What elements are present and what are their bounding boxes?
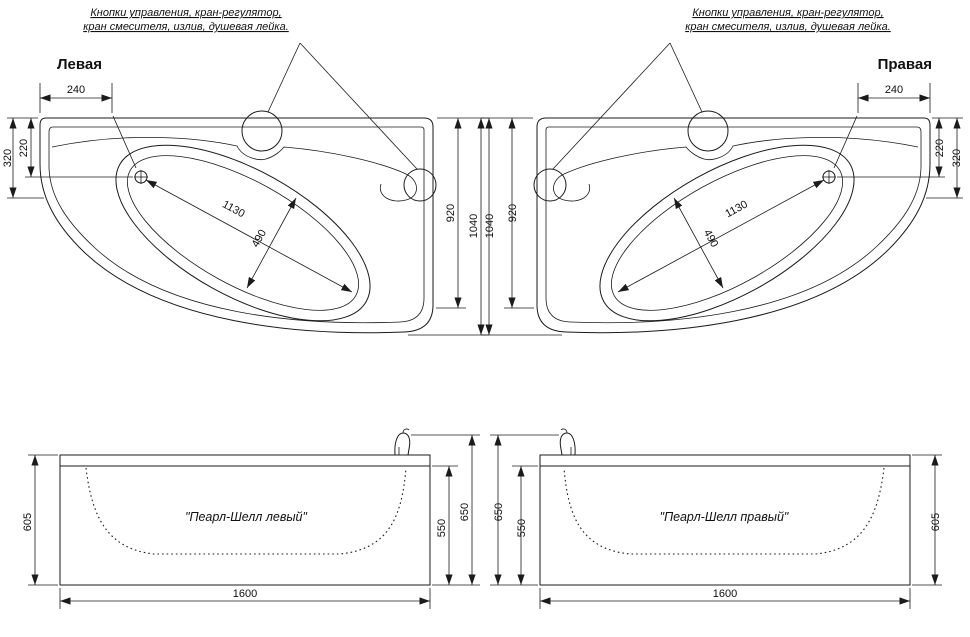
dim-1040-right: 1040 xyxy=(484,214,496,238)
dim-920-right: 920 xyxy=(507,204,519,222)
dim-1130-left: 1130 xyxy=(220,198,247,220)
dim-1600-left: 1600 xyxy=(233,588,257,600)
dim-490-right: 490 xyxy=(701,228,720,250)
dim-605-left: 605 xyxy=(22,513,34,531)
label-right-version: Правая xyxy=(878,56,932,73)
dim-220-right: 220 xyxy=(934,139,946,157)
model-name-right: "Пеарл-Шелл правый" xyxy=(660,510,789,524)
dim-1040-left: 1040 xyxy=(468,214,480,238)
dim-550-left: 550 xyxy=(436,519,448,537)
annotation-right-line2: кран смесителя, излив, душевая лейка. xyxy=(685,21,891,33)
annotation-right-line1: Кнопки управления, кран-регулятор, xyxy=(692,7,883,19)
label-left-version: Левая xyxy=(57,56,102,73)
dim-550-right: 550 xyxy=(516,519,528,537)
dim-1130-right: 1130 xyxy=(723,198,750,220)
dim-220-left: 220 xyxy=(18,139,30,157)
dim-320-right: 320 xyxy=(951,149,963,167)
dim-650-right: 650 xyxy=(493,503,505,521)
annotation-left-line2: кран смесителя, излив, душевая лейка. xyxy=(83,21,289,33)
dim-605-right: 605 xyxy=(930,513,942,531)
dim-920-left: 920 xyxy=(445,204,457,222)
dim-240-left: 240 xyxy=(67,84,85,96)
model-name-left: "Пеарл-Шелл левый" xyxy=(185,510,307,524)
annotation-left-line1: Кнопки управления, кран-регулятор, xyxy=(90,7,281,19)
dim-650-left: 650 xyxy=(459,503,471,521)
dim-320-left: 320 xyxy=(2,149,14,167)
dim-490-left: 490 xyxy=(250,228,269,250)
dim-1600-right: 1600 xyxy=(713,588,737,600)
dim-240-right: 240 xyxy=(885,84,903,96)
